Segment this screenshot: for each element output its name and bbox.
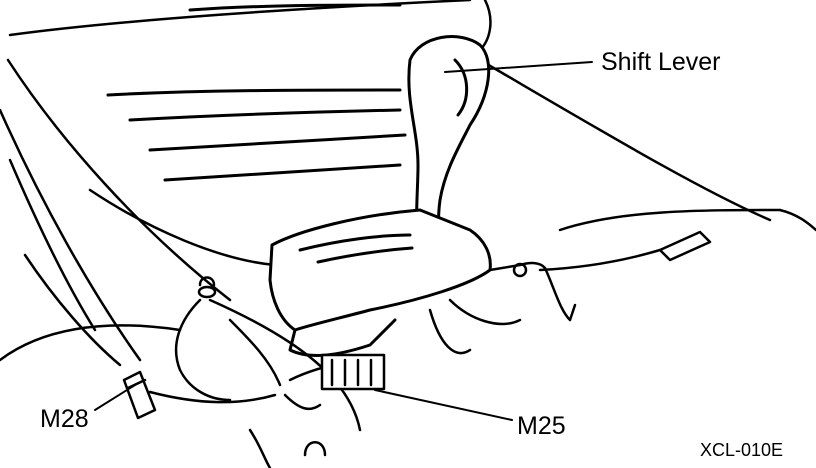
leader-m28 — [94, 384, 136, 411]
m25-connector — [320, 353, 386, 391]
m28-label: M28 — [40, 405, 89, 433]
shift-gate — [268, 208, 492, 357]
leader-m25 — [374, 389, 513, 421]
bolts — [197, 276, 327, 457]
floor-ribs — [106, 3, 407, 182]
figure-code: XCL-010E — [700, 440, 784, 460]
m28-connector — [122, 370, 157, 420]
shift-lever — [407, 35, 491, 240]
leader-shift-lever — [444, 61, 593, 73]
cable-bracket — [428, 230, 712, 355]
shift-lever-label: Shift Lever — [601, 48, 721, 76]
leader-lines — [94, 61, 593, 421]
m25-label: M25 — [517, 412, 566, 440]
